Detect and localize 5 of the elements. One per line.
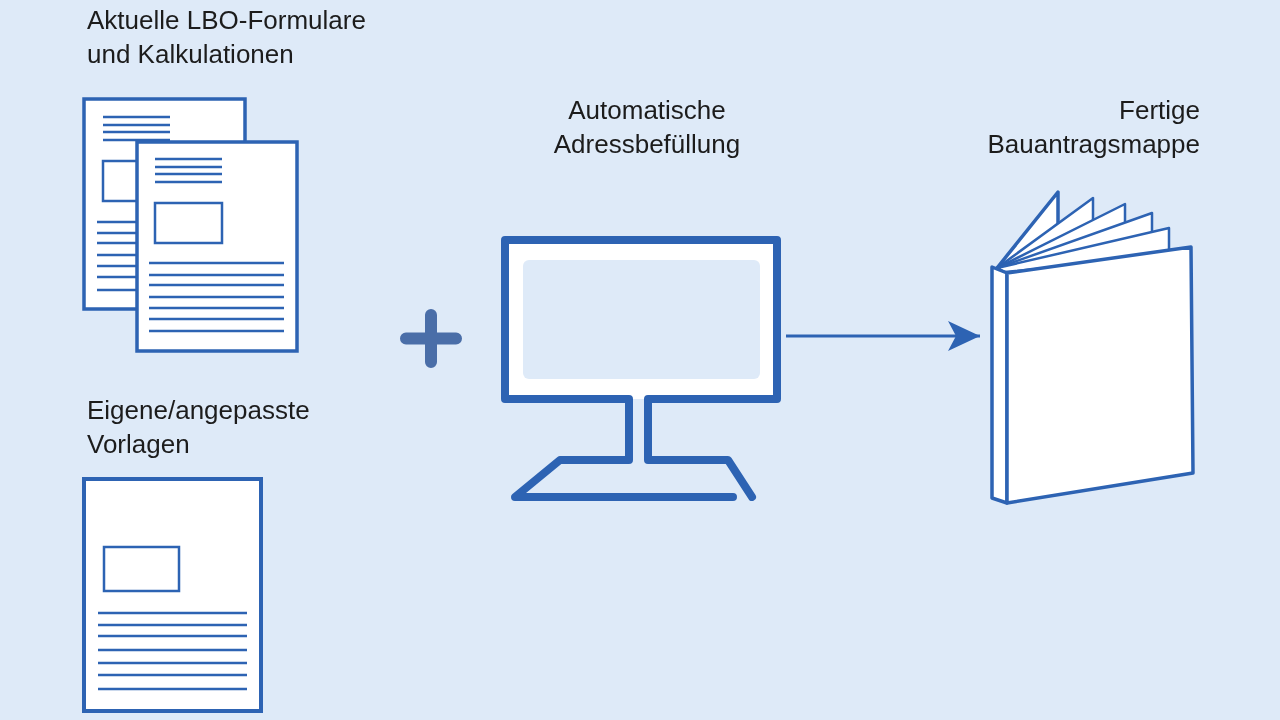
node-label: Fertige Bauantragsmappe [986,94,1200,161]
node-label: Automatische Adressbefüllung [552,94,742,161]
node-label: Eigene/angepasste Vorlagen [87,394,311,461]
node-label: Aktuelle LBO-Formulare und Kalkulationen [87,4,367,71]
arrow [786,321,980,351]
